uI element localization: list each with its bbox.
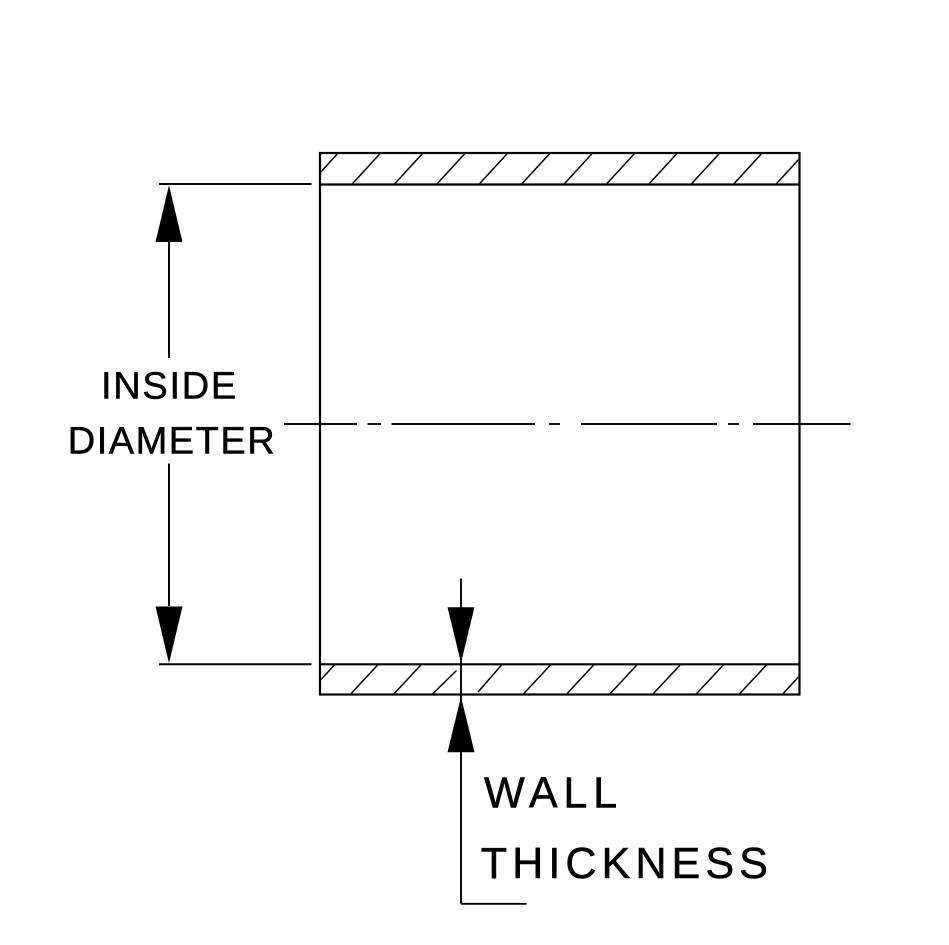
svg-text:INSIDE: INSIDE <box>101 366 238 408</box>
svg-text:DIAMETER: DIAMETER <box>68 420 276 462</box>
svg-text:THICKNESS: THICKNESS <box>481 840 773 888</box>
svg-text:WALL: WALL <box>484 769 623 817</box>
